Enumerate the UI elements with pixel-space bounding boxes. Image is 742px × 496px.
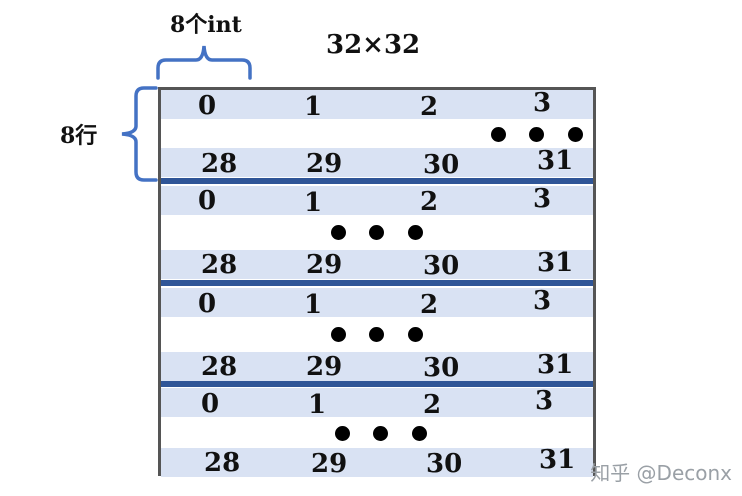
row-stripe bbox=[161, 352, 593, 381]
cell-index: 30 bbox=[423, 150, 460, 180]
block-separator bbox=[161, 381, 593, 387]
row-stripe bbox=[161, 250, 593, 279]
ellipsis-dots bbox=[331, 327, 431, 347]
matrix-grid: 0 1 2 3 28 29 30 31 0 1 2 3 28 29 30 31 … bbox=[158, 87, 596, 479]
dot-icon bbox=[373, 426, 388, 441]
row-stripe bbox=[161, 186, 593, 215]
cell-index: 2 bbox=[420, 92, 439, 122]
dot-icon bbox=[408, 327, 423, 342]
cell-index: 1 bbox=[304, 92, 323, 122]
top-brace-label: 8个int bbox=[170, 12, 242, 38]
dot-icon bbox=[369, 225, 384, 240]
dot-icon bbox=[331, 225, 346, 240]
dot-icon bbox=[331, 327, 346, 342]
dot-icon bbox=[335, 426, 350, 441]
cell-index: 28 bbox=[204, 448, 241, 478]
block-separator bbox=[161, 178, 593, 184]
block-separator bbox=[161, 280, 593, 286]
cell-index: 3 bbox=[533, 286, 552, 316]
cell-index: 28 bbox=[201, 250, 238, 280]
cell-index: 3 bbox=[533, 88, 552, 118]
cell-index: 1 bbox=[308, 390, 327, 420]
cell-index: 2 bbox=[420, 290, 439, 320]
cell-index: 3 bbox=[535, 386, 554, 416]
dot-icon bbox=[491, 127, 506, 142]
side-brace-label: 8行 bbox=[60, 123, 98, 149]
cell-index: 0 bbox=[198, 186, 217, 216]
ellipsis-dots bbox=[331, 225, 431, 245]
row-stripe bbox=[161, 388, 593, 417]
row-stripe bbox=[161, 90, 593, 119]
ellipsis-dots bbox=[335, 426, 435, 446]
cell-index: 31 bbox=[537, 146, 574, 176]
cell-index: 1 bbox=[304, 188, 323, 218]
watermark: 知乎 @Deconx bbox=[590, 461, 732, 485]
dot-icon bbox=[412, 426, 427, 441]
cell-index: 0 bbox=[198, 91, 217, 121]
cell-index: 29 bbox=[306, 149, 343, 179]
cell-index: 31 bbox=[537, 248, 574, 278]
dot-icon bbox=[568, 127, 583, 142]
cell-index: 30 bbox=[426, 449, 463, 479]
cell-index: 29 bbox=[306, 352, 343, 382]
cell-index: 29 bbox=[311, 449, 348, 479]
row-stripe bbox=[161, 448, 593, 477]
cell-index: 0 bbox=[201, 389, 220, 419]
cell-index: 1 bbox=[304, 290, 323, 320]
top-brace-icon bbox=[156, 45, 252, 80]
matrix-title: 32×32 bbox=[326, 30, 421, 60]
side-brace-icon bbox=[121, 86, 158, 182]
dot-icon bbox=[529, 127, 544, 142]
cell-index: 29 bbox=[306, 250, 343, 280]
cell-index: 30 bbox=[423, 353, 460, 383]
cell-index: 2 bbox=[420, 187, 439, 217]
cell-index: 30 bbox=[423, 251, 460, 281]
cell-index: 31 bbox=[537, 350, 574, 380]
cell-index: 0 bbox=[198, 289, 217, 319]
cell-index: 2 bbox=[423, 390, 442, 420]
cell-index: 3 bbox=[533, 184, 552, 214]
cell-index: 28 bbox=[201, 352, 238, 382]
cell-index: 31 bbox=[539, 445, 576, 475]
ellipsis-dots bbox=[491, 127, 591, 147]
dot-icon bbox=[369, 327, 384, 342]
row-stripe bbox=[161, 148, 593, 177]
dot-icon bbox=[408, 225, 423, 240]
row-stripe bbox=[161, 288, 593, 317]
cell-index: 28 bbox=[201, 149, 238, 179]
